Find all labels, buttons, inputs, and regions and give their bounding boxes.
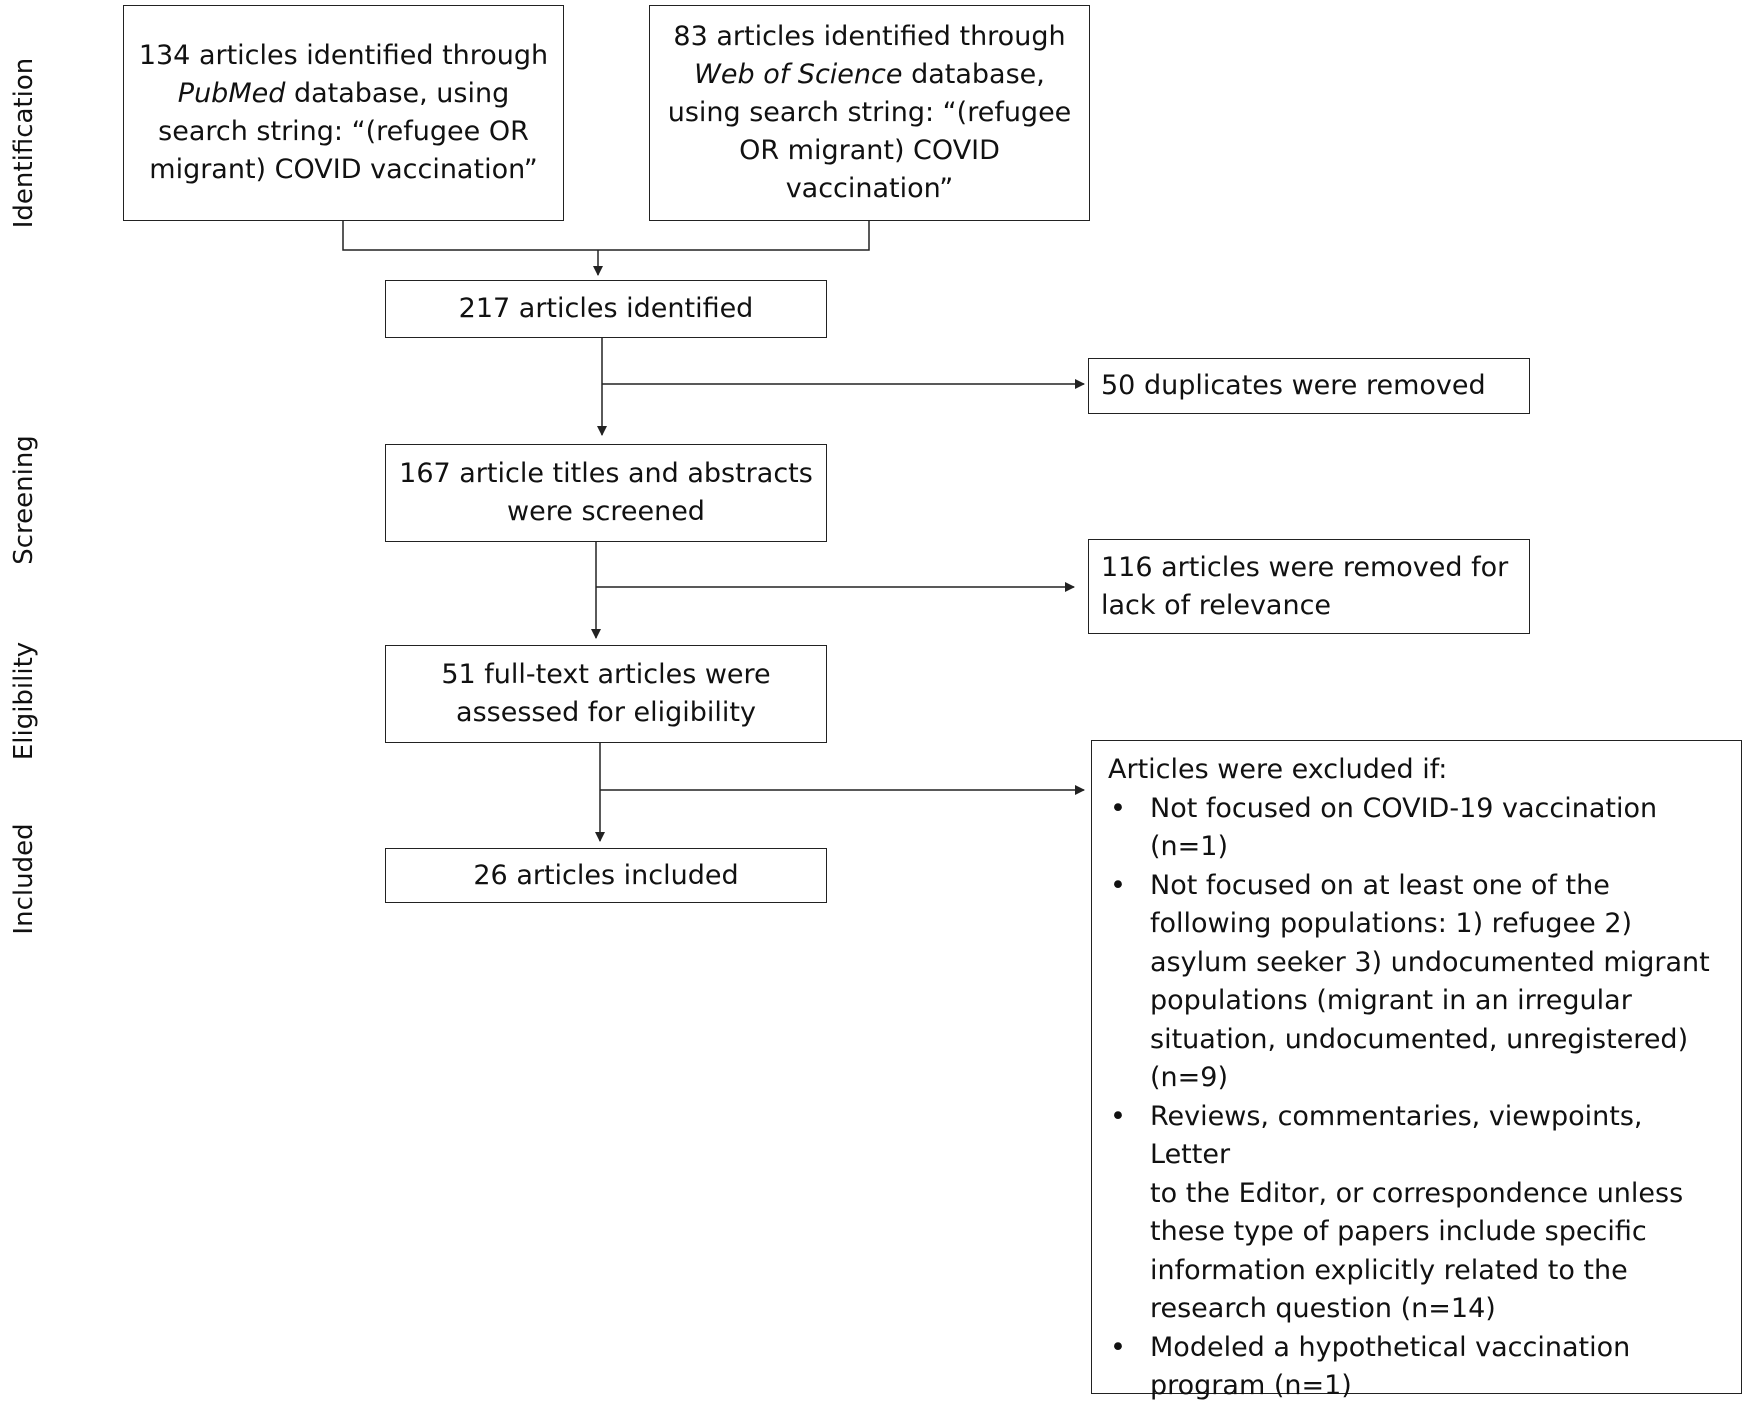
pubmed-source-box: 134 articles identified through PubMed d… <box>123 5 564 221</box>
relevance-removed-box: 116 articles were removed for lack of re… <box>1088 539 1530 634</box>
web-of-science-source-box: 83 articles identified through Web of Sc… <box>649 5 1090 221</box>
criterion-line: situation, undocumented, unregistered) <box>1150 1023 1689 1055</box>
exclusion-criterion: • Modeled a hypothetical vaccination progr… <box>1108 1329 1727 1406</box>
criterion-line: (n=1) <box>1150 831 1228 862</box>
eligibility-box: 51 full-text articles were assessed for … <box>385 645 827 743</box>
criterion-line: Not focused on COVID-19 vaccination <box>1150 792 1658 824</box>
criterion-line: Not focused on at least one of the <box>1150 869 1610 901</box>
exclusion-criteria-list: • Not focused on COVID-19 vaccination (n=1… <box>1108 790 1727 1406</box>
exclusion-criterion: • Not focused on at least one of the follo… <box>1108 867 1727 1098</box>
pubmed-db-name: PubMed <box>177 78 286 109</box>
included-box: 26 articles included <box>385 848 827 903</box>
criterion-line: to the Editor, or correspondence unless <box>1150 1177 1684 1209</box>
duplicates-removed-box: 50 duplicates were removed <box>1088 358 1530 414</box>
exclusion-criteria-box: Articles were excluded if: • Not focused … <box>1091 740 1742 1401</box>
criterion-line: program (n=1) <box>1150 1370 1352 1401</box>
screened-box: 167 article titles and abstracts were sc… <box>385 444 827 542</box>
identified-box: 217 articles identified <box>385 280 827 338</box>
exclusion-criteria-title: Articles were excluded if: <box>1108 754 1448 785</box>
bullet-icon: • <box>1110 792 1126 824</box>
bullet-icon: • <box>1110 1100 1126 1132</box>
criterion-line: (n=9) <box>1150 1062 1228 1093</box>
criterion-line: Modeled a hypothetical vaccination <box>1150 1331 1631 1363</box>
bullet-icon: • <box>1110 1331 1126 1363</box>
criterion-line: asylum seeker 3) undocumented migrant <box>1150 946 1710 978</box>
criterion-line: these type of papers include specific <box>1150 1216 1647 1247</box>
web-of-science-db-name: Web of Science <box>694 59 903 90</box>
criterion-line: Reviews, commentaries, viewpoints, Lette… <box>1150 1100 1643 1171</box>
criterion-line: populations (migrant in an irregular <box>1150 985 1632 1016</box>
criterion-line: information explicitly related to the <box>1150 1254 1628 1286</box>
bullet-icon: • <box>1110 869 1126 901</box>
exclusion-criterion: • Not focused on COVID-19 vaccination (n=1… <box>1108 790 1727 867</box>
criterion-line: research question (n=14) <box>1150 1293 1496 1324</box>
criterion-line: following populations: 1) refugee 2) <box>1150 908 1633 939</box>
merge-connector <box>342 221 870 251</box>
exclusion-criterion: • Reviews, commentaries, viewpoints, Lett… <box>1108 1098 1727 1329</box>
